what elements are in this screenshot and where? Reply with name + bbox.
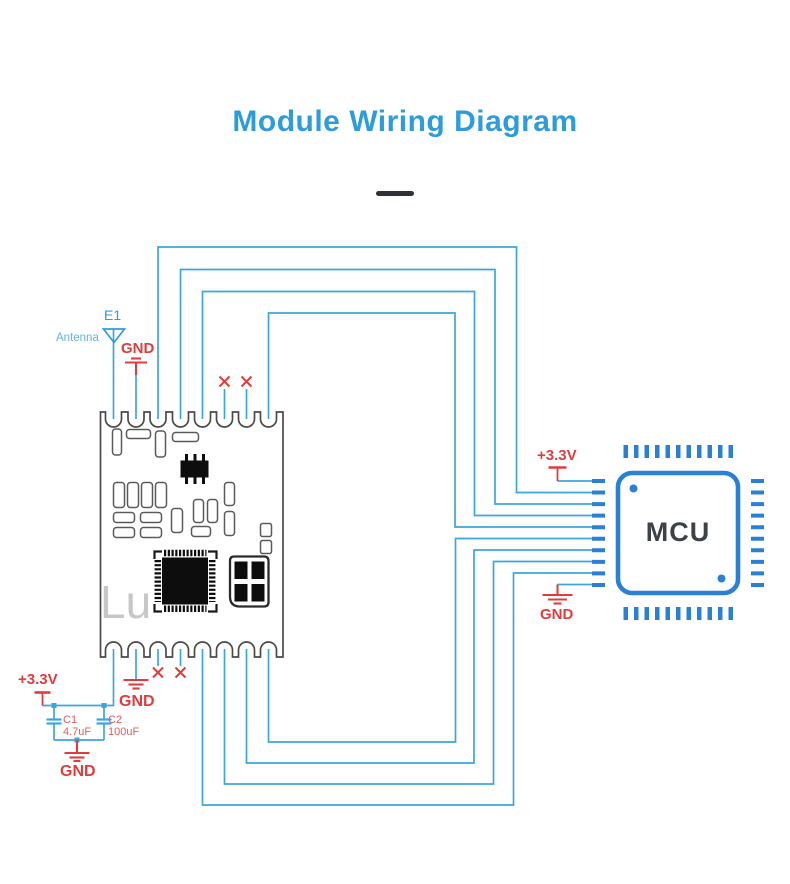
ground-symbol-icon-mcu — [542, 584, 573, 605]
gnd-label-caps: GND — [60, 763, 96, 780]
mcu-body — [615, 470, 741, 596]
gnd-label-mcu: GND — [540, 606, 574, 623]
antenna-ref-label: E1 — [104, 307, 122, 323]
rf-module: Lu — [99, 411, 284, 658]
title-divider — [376, 191, 414, 196]
wire-power-rail — [42, 649, 115, 707]
quad-component — [228, 555, 270, 608]
power-tap-icon-module — [34, 691, 51, 706]
cap-c2-value: 100uF — [108, 726, 140, 738]
antenna-label: Antenna — [56, 332, 99, 344]
capacitor-c1-icon — [46, 718, 62, 725]
mcu-pin1-dot — [629, 484, 638, 493]
mcu-label: MCU — [645, 517, 711, 547]
wire-top-pin3 — [157, 246, 592, 494]
ground-symbol-icon-caps — [64, 740, 90, 763]
gnd-label-module-bottom: GND — [119, 693, 155, 710]
x-mark-icon-top-1 — [218, 375, 231, 388]
page-title: Module Wiring Diagram — [232, 105, 578, 138]
mcu-chip — [592, 445, 764, 620]
wire-bottom-pin7 — [245, 549, 592, 764]
x-mark-icon-top-2 — [240, 375, 253, 388]
cap-c1-value: 4.7uF — [63, 726, 92, 738]
wire-top-pin5 — [201, 290, 592, 517]
wire-top-pin8 — [267, 312, 592, 528]
gnd-label-antenna: GND — [121, 340, 155, 357]
cap-c1-ref: C1 — [63, 714, 78, 726]
signal-wires — [42, 246, 592, 806]
x-mark-icons — [152, 375, 253, 679]
sot-ic — [180, 454, 209, 484]
cap-c2-ref: C2 — [108, 714, 123, 726]
ground-symbol-icon-antenna — [125, 357, 147, 375]
wire-top-pin4 — [179, 268, 592, 505]
antenna-icon — [101, 328, 127, 344]
wire-bottom-pin5 — [201, 572, 592, 806]
capacitor-c2-icon — [96, 718, 112, 725]
vcc-label-mcu: +3.3V — [537, 447, 577, 464]
wire-bottom-pin6 — [223, 560, 592, 785]
module-watermark: Lu — [100, 576, 151, 628]
power-tap-icon-mcu — [548, 466, 567, 481]
qfp-chip — [153, 549, 218, 613]
mcu-corner-dot — [717, 574, 726, 583]
wire-bottom-pin8 — [267, 537, 592, 743]
x-mark-icon-bottom-1 — [152, 666, 164, 679]
vcc-label-module: +3.3V — [18, 671, 58, 688]
module-passive-components — [111, 428, 273, 555]
x-mark-icon-bottom-2 — [174, 666, 187, 679]
ground-symbol-icon-module-bottom — [123, 678, 149, 690]
